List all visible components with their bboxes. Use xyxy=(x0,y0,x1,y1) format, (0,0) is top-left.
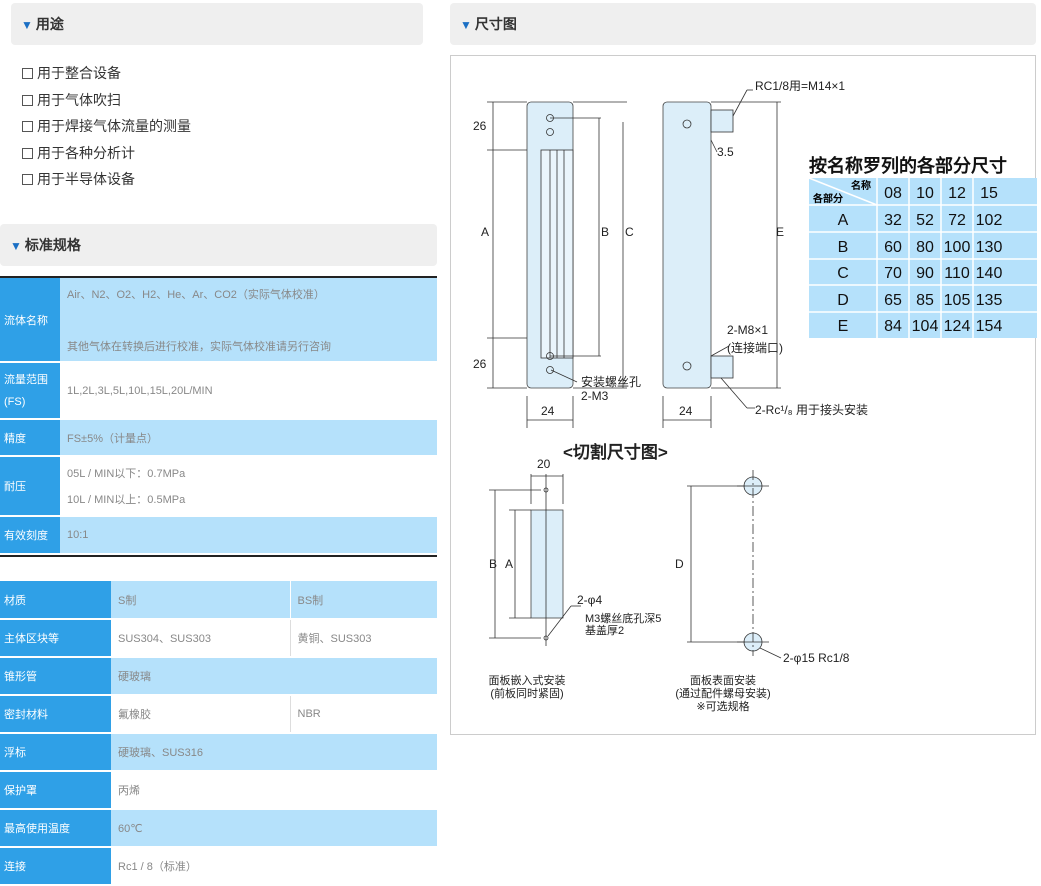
side-view-body xyxy=(662,101,712,389)
list-item: 用于焊接气体流量的测量 xyxy=(22,113,191,140)
dim-label: 26 xyxy=(473,357,487,371)
table-title: 按名称罗列的各部分尺寸 xyxy=(809,155,1007,176)
cut-title: <切割尺寸图> xyxy=(563,442,668,462)
caption: 面板嵌入式安装 xyxy=(489,673,566,687)
svg-text:124: 124 xyxy=(944,318,971,335)
table-row: 锥形管 硬玻璃 xyxy=(0,657,437,695)
checkbox-icon xyxy=(22,68,33,79)
table-row: 精度 FS±5%（计量点） xyxy=(0,419,437,456)
svg-text:10: 10 xyxy=(916,185,934,202)
table-row: 流量范围(FS) 1L,2L,3L,5L,10L,15L,20L/MIN xyxy=(0,362,437,419)
list-item: 用于气体吹扫 xyxy=(22,87,191,114)
caption: 面板表面安装 xyxy=(690,673,756,687)
table-row: 密封材料 氟橡胶 NBR xyxy=(0,695,437,733)
dimension-drawing-panel: 26 26 A B C E 24 24 RC1/8用=M14×1 3.5 2-M… xyxy=(450,55,1037,735)
caption: (通过配件螺母安装) xyxy=(675,686,770,700)
dim-label: E xyxy=(776,225,784,239)
list-item: 用于整合设备 xyxy=(22,60,191,87)
svg-text:A: A xyxy=(838,212,849,229)
triangle-icon: ▼ xyxy=(460,18,472,32)
dim-label: 26 xyxy=(473,119,487,133)
dim-label: 2-M3 xyxy=(581,389,609,403)
svg-text:C: C xyxy=(837,265,849,282)
table-row: 有效刻度 10:1 xyxy=(0,516,437,554)
list-item: 用于各种分析计 xyxy=(22,140,191,167)
dim-label: A xyxy=(505,557,513,571)
svg-text:D: D xyxy=(837,292,849,309)
checkbox-icon xyxy=(22,121,33,132)
table-row: 材质 S制 BS制 xyxy=(0,581,437,619)
svg-text:104: 104 xyxy=(912,318,939,335)
uses-header: ▼用途 xyxy=(11,3,423,45)
triangle-icon: ▼ xyxy=(10,239,22,253)
caption: ※可选规格 xyxy=(696,699,749,713)
svg-text:60: 60 xyxy=(884,239,902,256)
svg-text:84: 84 xyxy=(884,318,902,335)
svg-text:90: 90 xyxy=(916,265,934,282)
svg-text:65: 65 xyxy=(884,292,902,309)
dim-label: A xyxy=(481,225,489,239)
dim-label: 24 xyxy=(541,404,555,418)
svg-text:E: E xyxy=(838,318,849,335)
svg-text:102: 102 xyxy=(976,212,1003,229)
checkbox-icon xyxy=(22,94,33,106)
spec-table-1: 流体名称 Air、N2、O2、H2、He、Ar、CO2（实际气体校准） 其他气体… xyxy=(0,278,437,555)
table-row: 浮标 硬玻璃、SUS316 xyxy=(0,733,437,771)
svg-text:130: 130 xyxy=(976,239,1003,256)
dim-label: 2-Rc¹/₈ 用于接头安装 xyxy=(755,402,868,417)
dim-label: D xyxy=(675,557,684,571)
svg-text:72: 72 xyxy=(948,212,966,229)
spec-header: ▼标准规格 xyxy=(0,224,437,266)
svg-text:32: 32 xyxy=(884,212,902,229)
svg-text:85: 85 xyxy=(916,292,934,309)
table-row: 连接 Rc1 / 8（标准） xyxy=(0,847,437,885)
svg-text:52: 52 xyxy=(916,212,934,229)
dim-label: 20 xyxy=(537,457,551,471)
dim-label: 24 xyxy=(679,404,693,418)
dimension-table: 名称 各部分 08 10 12 15 A 32 52 72 102 B 60 8… xyxy=(808,177,1037,338)
svg-text:12: 12 xyxy=(948,185,966,202)
dim-label: 2-M8×1 xyxy=(727,323,768,337)
checkbox-icon xyxy=(22,147,33,159)
svg-text:105: 105 xyxy=(944,292,971,309)
dim-label: M3螺丝底孔深5 xyxy=(585,611,661,625)
svg-text:135: 135 xyxy=(976,292,1003,309)
dim-label: 2-φ15 Rc1/8 xyxy=(783,651,850,665)
svg-text:各部分: 各部分 xyxy=(812,192,843,205)
dim-label: (连接端口) xyxy=(727,340,783,355)
triangle-icon: ▼ xyxy=(21,18,33,32)
table-row: 最高使用温度 60℃ xyxy=(0,809,437,847)
caption: (前板同时紧固) xyxy=(490,686,563,700)
dim-label: B xyxy=(601,225,609,239)
uses-list: 用于整合设备 用于气体吹扫 用于焊接气体流量的测量 用于各种分析计 用于半导体设… xyxy=(22,60,191,193)
svg-text:70: 70 xyxy=(884,265,902,282)
table-row: 保护罩 丙烯 xyxy=(0,771,437,809)
divider xyxy=(0,276,437,278)
svg-text:154: 154 xyxy=(976,318,1003,335)
dim-label: 2-φ4 xyxy=(577,593,602,607)
dim-label: 3.5 xyxy=(717,145,734,159)
svg-text:80: 80 xyxy=(916,239,934,256)
svg-text:100: 100 xyxy=(944,239,971,256)
dimension-drawing: 26 26 A B C E 24 24 RC1/8用=M14×1 3.5 2-M… xyxy=(473,79,1037,713)
svg-text:B: B xyxy=(838,239,849,256)
list-item: 用于半导体设备 xyxy=(22,166,191,193)
svg-text:15: 15 xyxy=(980,185,998,202)
divider xyxy=(0,555,437,557)
table-row: 流体名称 Air、N2、O2、H2、He、Ar、CO2（实际气体校准） 其他气体… xyxy=(0,278,437,362)
spec-table-2: 材质 S制 BS制 主体区块等 SUS304、SUS303 黄铜、SUS303 … xyxy=(0,581,437,886)
dim-label: 基盖厚2 xyxy=(585,623,624,637)
dim-label: B xyxy=(489,557,497,571)
dim-label: RC1/8用=M14×1 xyxy=(755,79,845,93)
svg-text:08: 08 xyxy=(884,185,902,202)
dim-label: 安装螺丝孔 xyxy=(581,374,641,389)
svg-text:140: 140 xyxy=(976,265,1003,282)
table-row: 主体区块等 SUS304、SUS303 黄铜、SUS303 xyxy=(0,619,437,657)
table-row: 耐压 05L / MIN以下：0.7MPa 10L / MIN以上：0.5MPa xyxy=(0,456,437,516)
dim-label: C xyxy=(625,225,634,239)
svg-text:110: 110 xyxy=(944,265,970,282)
dims-header: ▼尺寸图 xyxy=(450,3,1036,45)
svg-text:名称: 名称 xyxy=(851,179,871,192)
checkbox-icon xyxy=(22,174,33,185)
